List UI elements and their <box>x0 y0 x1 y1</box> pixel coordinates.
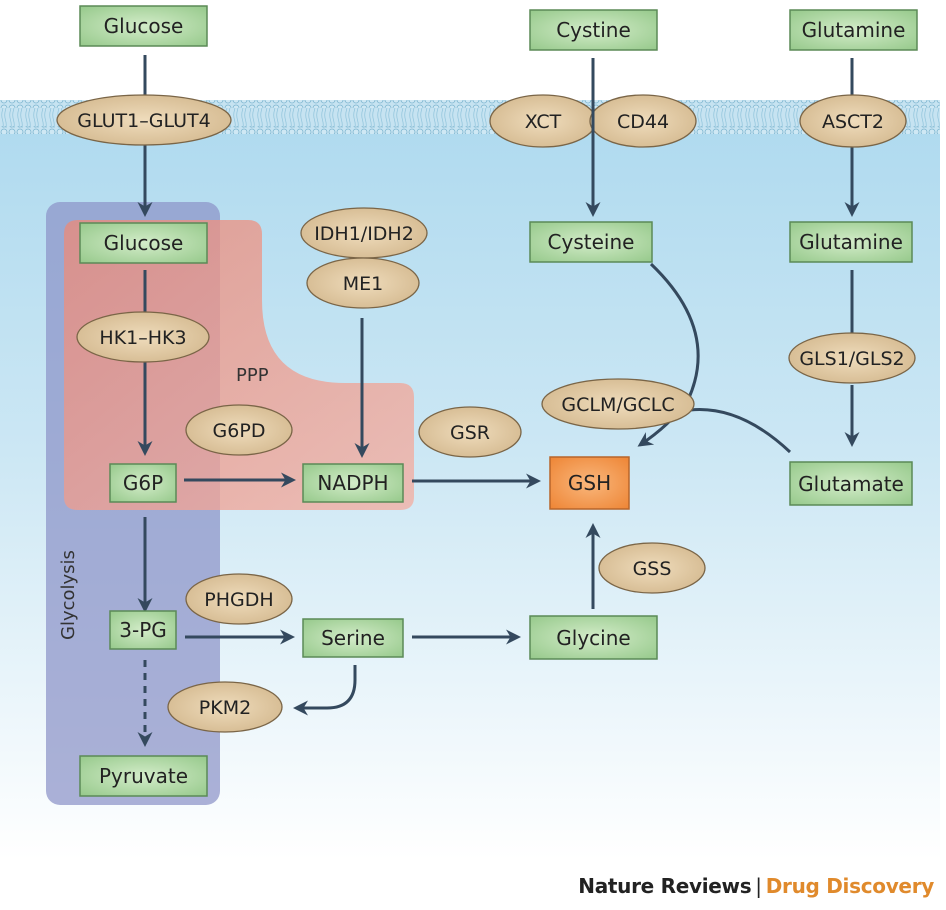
enzyme-label: CD44 <box>617 111 669 133</box>
arrow-serine-to-pkm2 <box>293 665 357 716</box>
metabolite-label: G6P <box>123 471 163 495</box>
enzyme-gclm: GCLM/GCLC <box>541 378 695 430</box>
enzyme-label: GLUT1–GLUT4 <box>77 110 210 132</box>
metabolite-pyruvate: Pyruvate <box>79 755 208 797</box>
metabolite-label: Glutamate <box>798 472 904 496</box>
metabolite-label: Glutamine <box>799 230 903 254</box>
enzyme-cd44: CD44 <box>589 94 697 148</box>
enzyme-label: HK1–HK3 <box>99 327 186 349</box>
metabolite-glucose-ext: Glucose <box>79 5 208 47</box>
enzyme-label: GCLM/GCLC <box>561 394 674 416</box>
metabolite-glutamate: Glutamate <box>789 461 913 506</box>
enzyme-label: ME1 <box>343 273 384 295</box>
metabolite-label: Glutamine <box>802 18 906 42</box>
enzyme-me1: ME1 <box>306 257 420 309</box>
metabolite-g6p: G6P <box>109 463 177 503</box>
enzyme-label: GLS1/GLS2 <box>799 348 904 370</box>
metabolite-glucose: Glucose <box>79 222 208 264</box>
enzyme-label: PKM2 <box>199 697 251 719</box>
metabolite-cystine-ext: Cystine <box>529 9 658 51</box>
journal-credit: Nature Reviews|Drug Discovery <box>578 874 934 898</box>
enzyme-idh: IDH1/IDH2 <box>300 207 428 259</box>
enzyme-gss: GSS <box>598 542 706 594</box>
enzyme-label: PHGDH <box>204 589 273 611</box>
arrow-cysteine-to-gsh <box>637 262 700 447</box>
metabolite-label: Glycine <box>556 626 630 650</box>
metabolite-3pg: 3-PG <box>109 610 177 650</box>
enzyme-label: XCT <box>525 111 562 133</box>
credit-separator: | <box>755 874 762 898</box>
metabolite-gsh: GSH <box>549 456 630 510</box>
enzyme-glut: GLUT1–GLUT4 <box>56 94 232 146</box>
metabolite-glutamine: Glutamine <box>789 221 913 263</box>
enzyme-pkm2: PKM2 <box>167 681 283 733</box>
metabolite-label: 3-PG <box>119 618 167 642</box>
metabolite-label: Glucose <box>104 231 184 255</box>
enzyme-label: ASCT2 <box>822 111 884 133</box>
arrows <box>137 55 860 747</box>
enzyme-label: GSS <box>633 558 672 580</box>
enzyme-asct2: ASCT2 <box>799 94 907 148</box>
enzyme-phgdh: PHGDH <box>185 573 293 625</box>
enzyme-gls: GLS1/GLS2 <box>788 332 916 384</box>
metabolite-nadph: NADPH <box>302 463 404 503</box>
metabolite-label: Pyruvate <box>99 764 188 788</box>
metabolite-cysteine: Cysteine <box>529 221 653 263</box>
enzyme-label: GSR <box>450 422 490 444</box>
metabolite-glycine: Glycine <box>529 615 658 660</box>
journal-section: Drug Discovery <box>765 874 935 898</box>
metabolite-label: Cysteine <box>548 230 635 254</box>
metabolite-glutamine-ext: Glutamine <box>789 9 918 51</box>
metabolite-label: NADPH <box>317 471 388 495</box>
journal-name: Nature Reviews <box>578 874 752 898</box>
glycolysis-label: Glycolysis <box>58 550 79 640</box>
metabolite-serine: Serine <box>302 618 404 658</box>
ppp-label: PPP <box>236 365 269 386</box>
enzyme-xct: XCT <box>489 94 597 148</box>
metabolite-label: GSH <box>568 471 611 495</box>
ppp-region <box>64 220 414 510</box>
enzyme-label: IDH1/IDH2 <box>314 223 414 245</box>
arrow-glutamate-to-gsh <box>689 408 792 454</box>
enzyme-label: G6PD <box>213 420 266 442</box>
enzyme-gsr: GSR <box>418 406 522 458</box>
metabolite-label: Serine <box>321 626 385 650</box>
enzyme-hk: HK1–HK3 <box>76 311 210 363</box>
metabolite-label: Glucose <box>104 14 184 38</box>
metabolite-label: Cystine <box>556 18 631 42</box>
enzyme-g6pd: G6PD <box>185 404 293 456</box>
